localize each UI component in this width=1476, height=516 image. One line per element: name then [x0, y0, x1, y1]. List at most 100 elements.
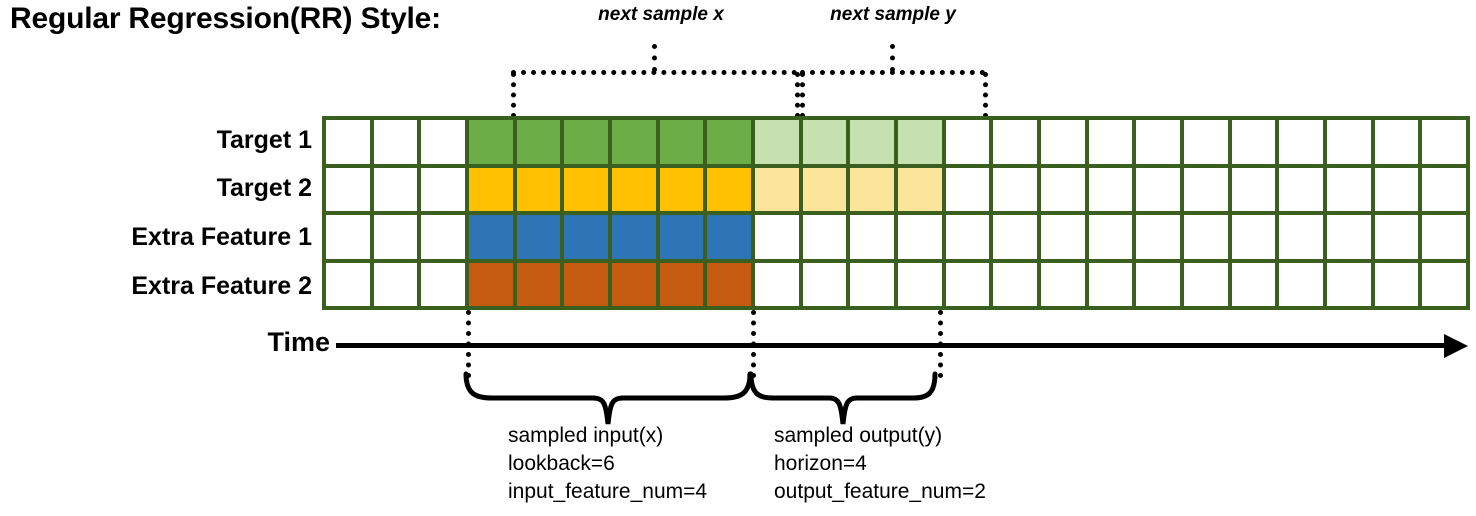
grid-cell: [421, 262, 466, 306]
grid-cell: [707, 262, 752, 306]
brace-sampled-input: [463, 371, 753, 425]
time-axis-label: Time: [267, 327, 330, 357]
grid-cell: [1422, 215, 1467, 259]
grid-cell: [659, 120, 704, 164]
grid-cell: [1041, 120, 1085, 164]
grid-cell: [850, 167, 895, 211]
row-label-extra-feature-1: Extra Feature 1: [131, 223, 312, 251]
grid-cell: [1136, 262, 1181, 306]
grid-cell: [1088, 120, 1133, 164]
grid-cell: [469, 215, 513, 259]
grid-cell: [1374, 167, 1419, 211]
grid-cell: [469, 262, 513, 306]
grid-cell: [898, 120, 942, 164]
grid-cell: [1184, 262, 1228, 306]
grid-cell: [755, 167, 799, 211]
grid-cell: [707, 120, 752, 164]
grid-cell: [1327, 167, 1371, 211]
grid-cell: [1422, 167, 1467, 211]
row-label-target-2: Target 2: [216, 174, 312, 202]
grid-cell: [516, 167, 561, 211]
grid-cell: [564, 120, 609, 164]
grid-row: [326, 215, 1467, 259]
boundary-dotted-line-output-end: [938, 310, 943, 378]
grid-cell: [516, 215, 561, 259]
boundary-dotted-line-input-start: [466, 310, 471, 378]
caption-input-line-1: sampled input(x): [508, 424, 664, 447]
grid-cell: [945, 120, 990, 164]
grid-cell: [373, 262, 418, 306]
grid-cell: [1327, 262, 1371, 306]
grid-cell: [898, 215, 942, 259]
grid-cell: [326, 262, 370, 306]
grid-cell: [898, 167, 942, 211]
grid-cell: [1231, 215, 1276, 259]
grid-cell: [1374, 120, 1419, 164]
brace-next-sample-x-pointer: [652, 44, 657, 72]
brace-next-sample-y-left-stem: [800, 72, 805, 118]
grid-cell: [850, 120, 895, 164]
grid-cell: [1184, 167, 1228, 211]
grid-cell: [755, 215, 799, 259]
caption-output-line-2: horizon=4: [774, 452, 867, 475]
grid-cell: [898, 262, 942, 306]
brace-next-sample-y-bar: [800, 70, 985, 75]
grid-cell: [469, 120, 513, 164]
grid-cell: [421, 167, 466, 211]
caption-input-line-2: lookback=6: [508, 452, 615, 475]
grid-cell: [1422, 120, 1467, 164]
grid-row: [326, 167, 1467, 211]
caption-output-line-1: sampled output(y): [774, 424, 943, 447]
grid-cell: [945, 262, 990, 306]
brace-next-sample-x-bar: [511, 70, 797, 75]
brace-next-sample-y-pointer: [890, 44, 895, 72]
grid-cell: [1136, 120, 1181, 164]
grid-cell: [802, 215, 847, 259]
grid-cell: [1327, 215, 1371, 259]
grid-cell: [1136, 167, 1181, 211]
caption-sampled-input: sampled input(x) lookback=6 input_featur…: [508, 422, 707, 506]
brace-next-sample-x-left-stem: [511, 72, 516, 118]
grid-cell: [707, 215, 752, 259]
brace-next-sample-x-right-stem: [795, 72, 800, 118]
grid-cell: [421, 215, 466, 259]
grid-row: [326, 120, 1467, 164]
caption-sampled-output: sampled output(y) horizon=4 output_featu…: [774, 422, 986, 506]
label-next-sample-x: next sample x: [598, 4, 724, 25]
grid-cell: [755, 120, 799, 164]
grid-cell: [1088, 215, 1133, 259]
grid-cell: [850, 215, 895, 259]
grid-cell: [659, 167, 704, 211]
grid-cell: [516, 120, 561, 164]
grid-cell: [326, 215, 370, 259]
grid-cell: [469, 167, 513, 211]
caption-output-line-3: output_feature_num=2: [774, 480, 986, 503]
grid-cell: [564, 167, 609, 211]
row-label-column: Target 1 Target 2 Extra Feature 1 Extra …: [0, 116, 312, 310]
grid-cell: [1041, 262, 1085, 306]
grid-cell: [707, 167, 752, 211]
grid-cell: [612, 167, 656, 211]
grid-cell: [993, 215, 1038, 259]
label-next-sample-y: next sample y: [830, 4, 956, 25]
grid-cell: [1041, 215, 1085, 259]
grid-cell: [1327, 120, 1371, 164]
grid-cell: [612, 262, 656, 306]
grid-cell: [850, 262, 895, 306]
grid-cell: [1136, 215, 1181, 259]
grid-cell: [993, 262, 1038, 306]
grid-cell: [1374, 215, 1419, 259]
grid-cell: [1088, 262, 1133, 306]
grid-cell: [373, 215, 418, 259]
grid-cell: [945, 167, 990, 211]
grid-cell: [1184, 215, 1228, 259]
grid-cell: [659, 262, 704, 306]
brace-sampled-output: [748, 371, 938, 425]
grid-cell: [326, 120, 370, 164]
time-axis-line: [336, 343, 1448, 348]
grid-cell: [755, 262, 799, 306]
grid-cell: [1088, 167, 1133, 211]
grid-row: [326, 262, 1467, 306]
grid-cell: [612, 215, 656, 259]
grid-cell: [802, 262, 847, 306]
